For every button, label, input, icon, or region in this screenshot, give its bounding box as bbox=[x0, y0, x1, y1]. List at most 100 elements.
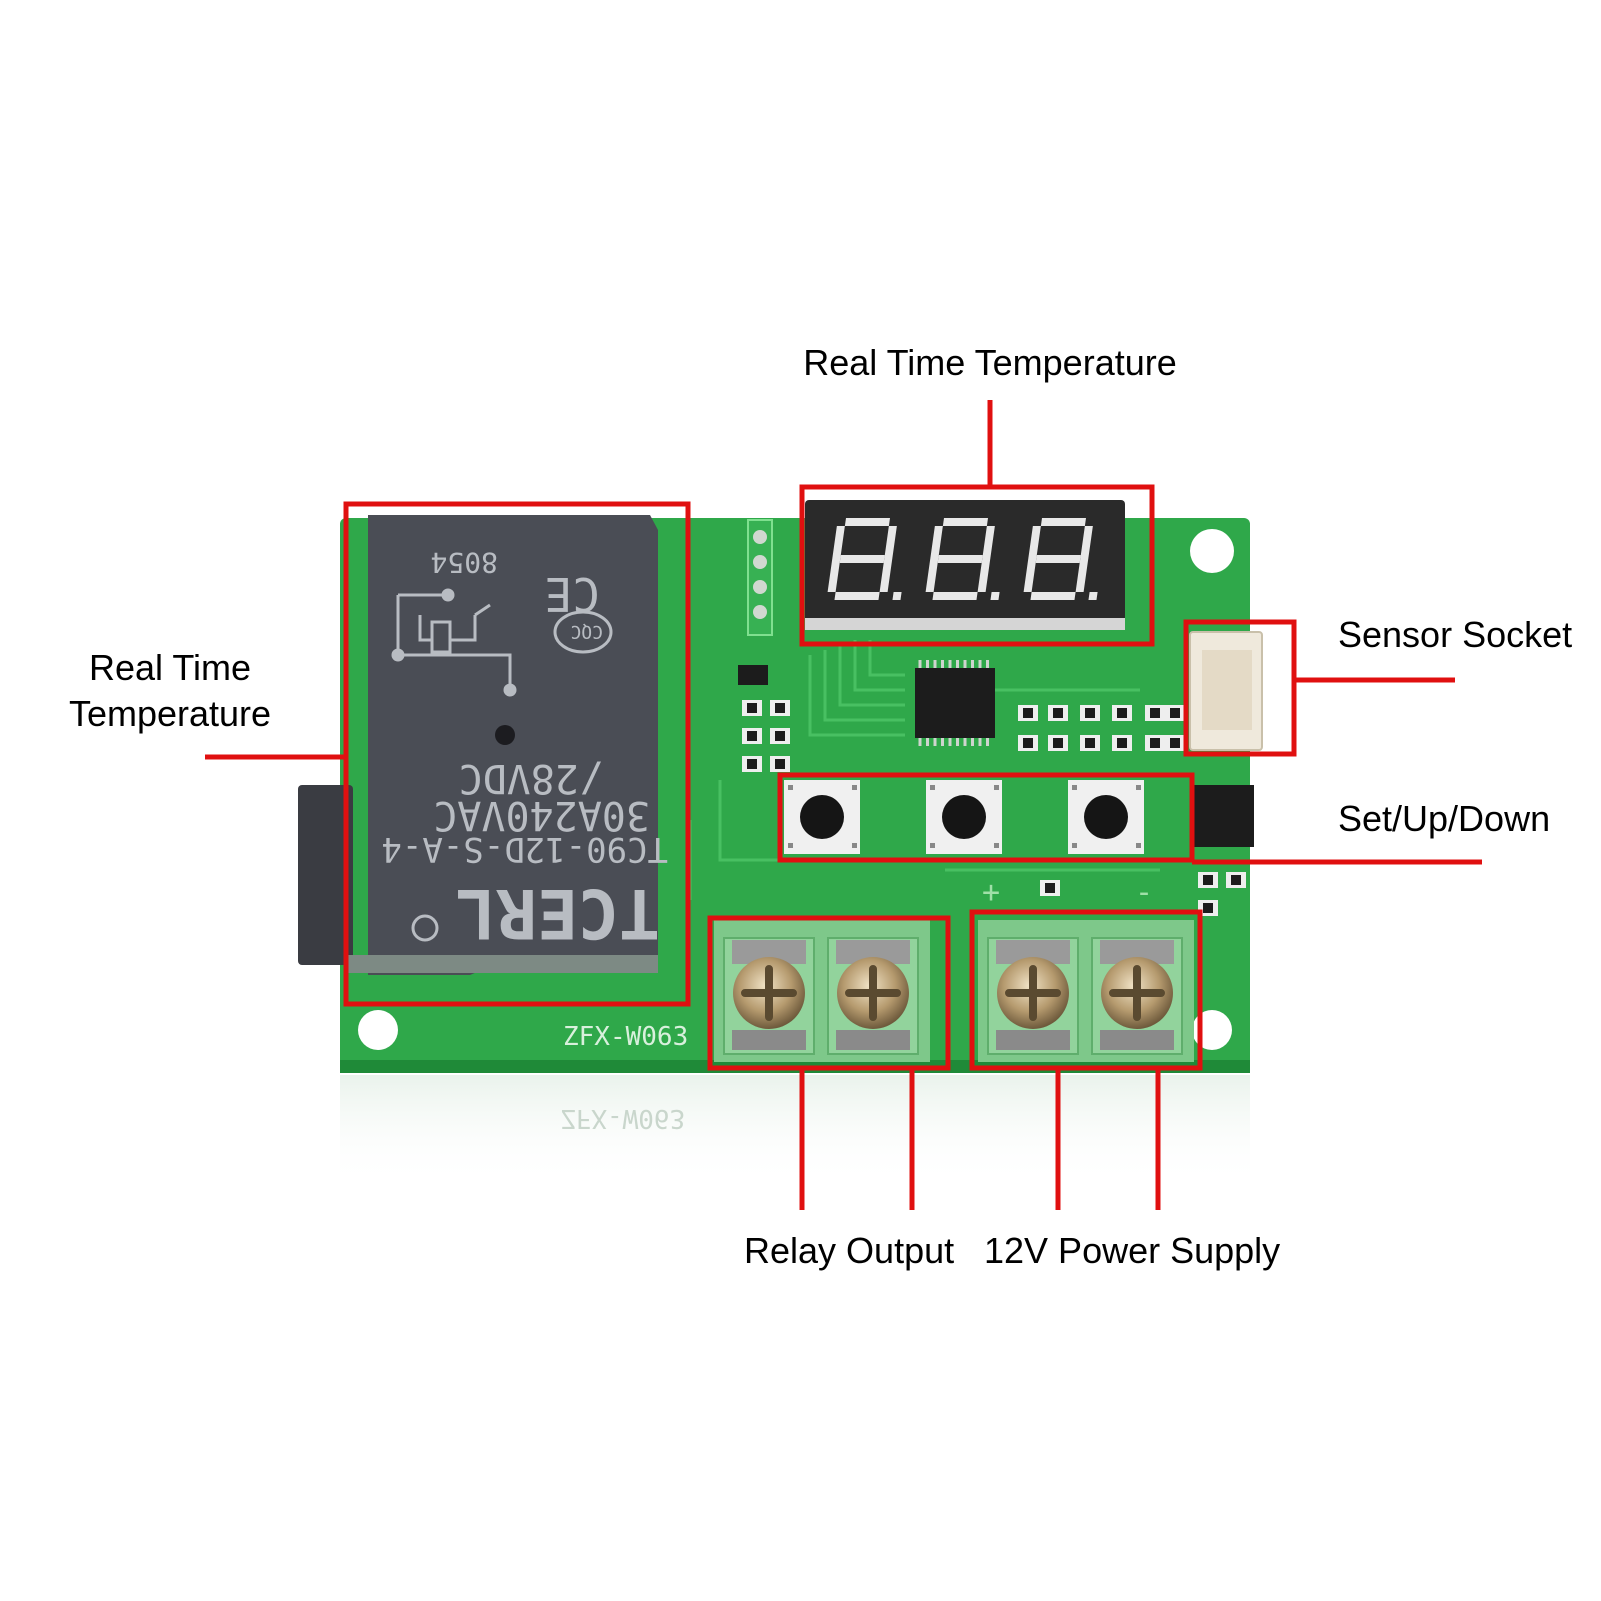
relay-part-text: TC90-12D-S-A-4 bbox=[381, 829, 668, 869]
display-digit bbox=[925, 518, 1000, 600]
board-reflection bbox=[340, 1075, 1250, 1185]
smd-part bbox=[742, 700, 762, 716]
terminal-block bbox=[978, 920, 1194, 1062]
digit-decimal-point bbox=[1088, 592, 1098, 600]
relay-body bbox=[368, 515, 658, 975]
sensor-label: Sensor Socket bbox=[1338, 614, 1573, 655]
smd-part bbox=[1018, 735, 1038, 751]
relay-hole bbox=[495, 725, 515, 745]
digit-segment bbox=[977, 559, 991, 592]
relay-output-highlight-box bbox=[707, 915, 951, 1071]
transistor bbox=[738, 665, 768, 685]
digit-segment bbox=[932, 592, 978, 600]
buttons-highlight-box bbox=[777, 772, 1195, 863]
smd-part bbox=[1048, 735, 1068, 751]
polarity-plus-mark: + bbox=[982, 875, 1000, 910]
push-button bbox=[1068, 780, 1144, 854]
display-digit bbox=[827, 518, 902, 600]
smd-part bbox=[1165, 735, 1185, 751]
smd-part bbox=[1040, 880, 1060, 896]
terminal-block bbox=[714, 920, 930, 1062]
smd-components bbox=[742, 700, 1246, 916]
relay-label: Real Time Temperature bbox=[40, 645, 300, 737]
smd-part bbox=[770, 756, 790, 772]
digit-segment bbox=[1023, 559, 1037, 592]
smd-part bbox=[1048, 705, 1068, 721]
relay-code-text: 8054 bbox=[431, 546, 498, 579]
relay-rating-ac-text: 30A240VAC bbox=[433, 792, 650, 838]
terminal-blocks bbox=[714, 920, 1194, 1062]
smd-part bbox=[1198, 872, 1218, 888]
smd-part bbox=[1018, 705, 1038, 721]
relay-base-strip bbox=[348, 955, 658, 973]
push-buttons bbox=[784, 780, 1144, 854]
smd-part bbox=[770, 700, 790, 716]
annotation-overlay bbox=[205, 400, 1482, 1210]
board-model-text: ZFX-W063 bbox=[563, 1022, 688, 1052]
digit-segment bbox=[844, 518, 890, 526]
voltage-regulator bbox=[1192, 785, 1254, 847]
digit-segment bbox=[884, 526, 897, 559]
digit-segment bbox=[1030, 592, 1076, 600]
display-highlight-box bbox=[799, 484, 1155, 647]
smd-part bbox=[1080, 705, 1100, 721]
smd-part bbox=[1165, 705, 1185, 721]
digit-segment bbox=[832, 526, 845, 559]
relay-markings: 8054 TC90-12D-S-A-4 30A240VAC /28VDC TCE… bbox=[381, 546, 668, 952]
digit-segment bbox=[1035, 555, 1081, 563]
smd-part bbox=[1145, 705, 1165, 721]
digit-segment bbox=[942, 518, 988, 526]
pin-header bbox=[747, 519, 773, 636]
smd-part bbox=[1226, 872, 1246, 888]
relay-output-label: Relay Output bbox=[744, 1230, 955, 1271]
digit-segment bbox=[827, 559, 841, 592]
reflection-model-text: ZFX-W063 bbox=[560, 1103, 685, 1133]
sensor-highlight-box bbox=[1183, 619, 1297, 757]
display-label: Real Time Temperature bbox=[803, 342, 1177, 383]
polarity-minus-mark: - bbox=[1135, 875, 1153, 910]
relay-side-tab bbox=[298, 785, 353, 965]
relay-highlight-box bbox=[343, 501, 691, 1007]
smd-part bbox=[742, 756, 762, 772]
digit-segment bbox=[1028, 526, 1041, 559]
power-label: 12V Power Supply bbox=[984, 1230, 1281, 1271]
digit-segment bbox=[839, 555, 885, 563]
smd-part bbox=[1112, 735, 1132, 751]
buttons-label: Set/Up/Down bbox=[1338, 798, 1551, 839]
digit-segment bbox=[1080, 526, 1093, 559]
smd-part bbox=[1080, 735, 1100, 751]
digit-segment bbox=[1040, 518, 1086, 526]
cqc-mark-icon bbox=[553, 610, 613, 654]
mounting-hole-bottom-left bbox=[358, 1010, 398, 1050]
sensor-socket bbox=[1189, 631, 1263, 751]
digit-decimal-point bbox=[990, 592, 1000, 600]
ic-chip bbox=[915, 660, 995, 746]
relay-label-line-2: Temperature bbox=[68, 693, 272, 734]
registered-mark-icon bbox=[411, 914, 439, 942]
relay-cqc-text: CQC bbox=[570, 621, 603, 642]
digit-segment bbox=[1075, 559, 1089, 592]
push-button bbox=[926, 780, 1002, 854]
digit-segment bbox=[834, 592, 880, 600]
display-bottom-bezel bbox=[805, 618, 1125, 630]
digit-segment bbox=[937, 555, 983, 563]
mounting-hole-top-right bbox=[1190, 529, 1234, 573]
relay-schematic-icon bbox=[391, 588, 517, 697]
smd-part bbox=[1112, 705, 1132, 721]
smd-part bbox=[1145, 735, 1165, 751]
relay-brand-text: TCERL bbox=[455, 873, 660, 952]
display-digits bbox=[827, 518, 1098, 600]
smd-part bbox=[770, 728, 790, 744]
digit-segment bbox=[879, 559, 893, 592]
push-button bbox=[784, 780, 860, 854]
relay-label-line-1: Real Time bbox=[88, 647, 252, 688]
smd-part bbox=[1198, 900, 1218, 916]
display-digit bbox=[1023, 518, 1098, 600]
digit-segment bbox=[930, 526, 943, 559]
smd-part bbox=[742, 728, 762, 744]
digit-segment bbox=[982, 526, 995, 559]
digit-segment bbox=[925, 559, 939, 592]
digit-decimal-point bbox=[892, 592, 902, 600]
